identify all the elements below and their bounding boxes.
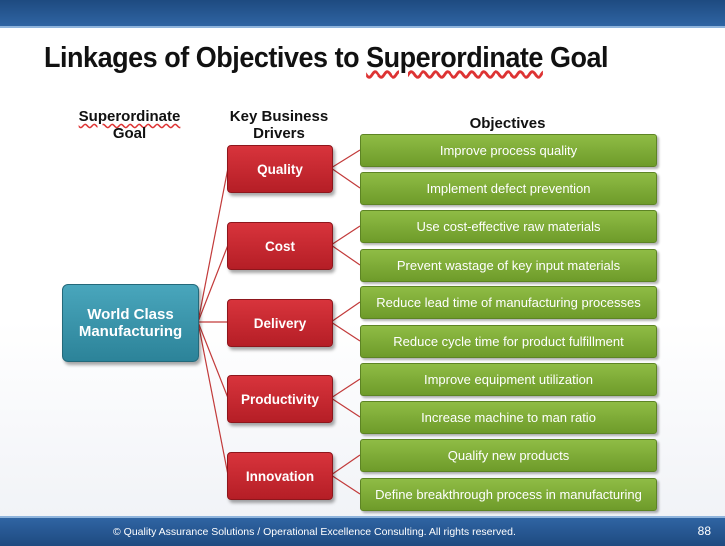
driver-to-objective-line	[330, 474, 361, 495]
objective-cost-effective-raw-materials: Use cost-effective raw materials	[360, 210, 657, 243]
driver-quality: Quality	[227, 145, 333, 193]
objective-reduce-lead-time: Reduce lead time of manufacturing proces…	[360, 286, 657, 319]
driver-productivity: Productivity	[227, 375, 333, 423]
objective-improve-equipment-utilization: Improve equipment utilization	[360, 363, 657, 396]
page-number: 88	[697, 524, 711, 538]
goal-to-driver-line	[197, 167, 229, 323]
objective-prevent-wastage: Prevent wastage of key input materials	[360, 249, 657, 282]
goal-box: World Class Manufacturing	[62, 284, 199, 362]
objective-reduce-cycle-time: Reduce cycle time for product fulfillmen…	[360, 325, 657, 358]
goal-line1: World Class	[87, 306, 174, 323]
driver-to-objective-line	[330, 244, 361, 266]
objective-machine-to-man-ratio: Increase machine to man ratio	[360, 401, 657, 434]
driver-to-objective-line	[330, 225, 361, 246]
header-goal-line1: Superordinate	[78, 108, 181, 125]
driver-cost: Cost	[227, 222, 333, 270]
objective-qualify-new-products: Qualify new products	[360, 439, 657, 472]
title-prefix: Linkages of Objectives to	[44, 42, 367, 74]
goal-to-driver-line	[197, 321, 229, 476]
header-objectives: Objectives	[469, 115, 546, 132]
driver-to-objective-line	[330, 149, 361, 169]
header-goal-line2: Goal	[112, 125, 147, 142]
footer-copyright: © Quality Assurance Solutions / Operatio…	[113, 526, 516, 538]
header-drivers-line1: Key Business	[229, 108, 329, 125]
objective-breakthrough-process: Define breakthrough process in manufactu…	[360, 478, 657, 511]
driver-to-objective-line	[330, 378, 361, 399]
driver-to-objective-line	[330, 301, 361, 323]
title-suffix: Goal	[542, 42, 609, 74]
slide-title: Linkages of Objectives to Superordinate …	[44, 42, 608, 75]
driver-innovation: Innovation	[227, 452, 333, 500]
driver-delivery: Delivery	[227, 299, 333, 347]
goal-to-driver-line	[197, 244, 229, 323]
title-underlined-word: Superordinate	[366, 42, 543, 74]
header-superordinate-goal: Superordinate Goal	[62, 108, 197, 142]
header-key-business-drivers: Key Business Drivers	[219, 108, 339, 142]
header-drivers-line2: Drivers	[253, 125, 305, 142]
driver-to-objective-line	[330, 167, 361, 189]
driver-to-objective-line	[330, 454, 361, 476]
objective-implement-defect-prevention: Implement defect prevention	[360, 172, 657, 205]
top-banner	[0, 0, 725, 28]
goal-to-driver-line	[197, 321, 229, 399]
footer-bar: © Quality Assurance Solutions / Operatio…	[0, 516, 725, 546]
goal-line2: Manufacturing	[78, 323, 183, 340]
driver-to-objective-line	[330, 321, 361, 342]
objective-improve-process-quality: Improve process quality	[360, 134, 657, 167]
driver-to-objective-line	[330, 397, 361, 418]
